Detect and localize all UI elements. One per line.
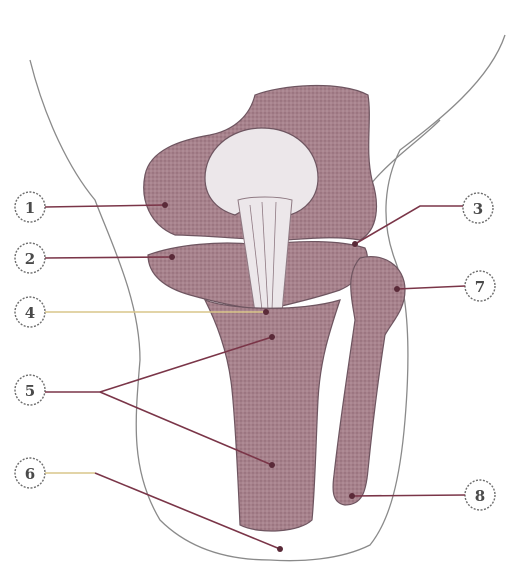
dot-6 <box>277 546 283 552</box>
label-1-number: 1 <box>25 199 35 217</box>
dot-5b <box>269 462 275 468</box>
leader-2 <box>45 257 172 258</box>
label-6: 6 <box>15 458 45 488</box>
dot-4 <box>263 309 269 315</box>
label-8: 8 <box>465 480 495 510</box>
label-2: 2 <box>15 243 45 273</box>
fibula <box>333 257 405 505</box>
label-1: 1 <box>15 192 45 222</box>
dot-8 <box>349 493 355 499</box>
label-3-number: 3 <box>473 200 483 218</box>
label-8-number: 8 <box>475 487 485 505</box>
dot-5a <box>269 334 275 340</box>
label-5-number: 5 <box>25 382 35 400</box>
leader-8 <box>352 495 465 496</box>
label-3: 3 <box>463 193 493 223</box>
label-7-number: 7 <box>475 278 485 296</box>
dot-2 <box>169 254 175 260</box>
dot-7 <box>394 286 400 292</box>
label-4: 4 <box>15 297 45 327</box>
label-6-number: 6 <box>25 465 35 483</box>
dot-1 <box>162 202 168 208</box>
skin-line-right <box>370 120 440 185</box>
label-5: 5 <box>15 375 45 405</box>
label-7: 7 <box>465 271 495 301</box>
label-4-number: 4 <box>25 304 35 322</box>
label-2-number: 2 <box>25 250 35 268</box>
leader-7 <box>397 286 465 289</box>
dot-3 <box>352 241 358 247</box>
